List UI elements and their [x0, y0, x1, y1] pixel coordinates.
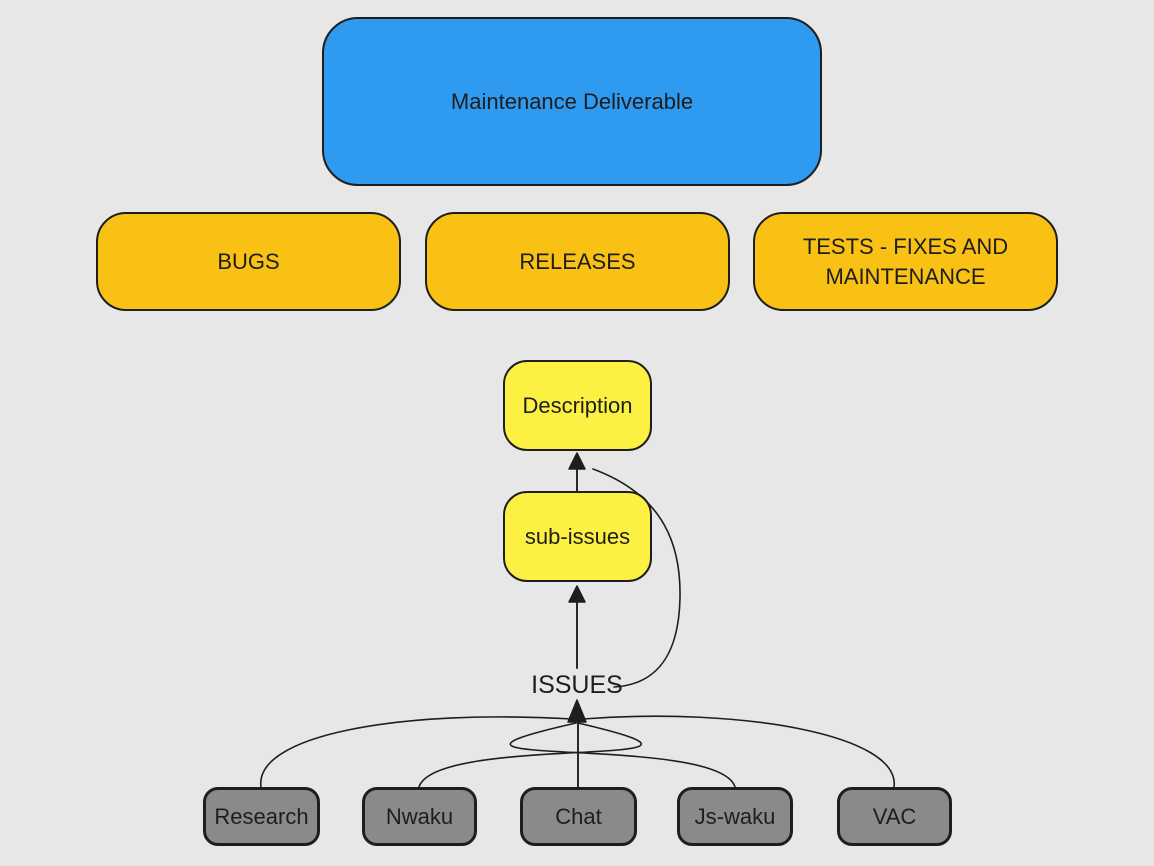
node-bugs: BUGS: [96, 212, 401, 311]
node-nwaku: Nwaku: [362, 787, 477, 846]
edge-research-to-issues: [260, 716, 573, 788]
node-description: Description: [503, 360, 652, 451]
node-maintenance-deliverable: Maintenance Deliverable: [322, 17, 822, 186]
arrowhead-issues: [567, 699, 587, 723]
node-research: Research: [203, 787, 320, 846]
node-tests-fixes-maintenance-label: TESTS - FIXES AND MAINTENANCE: [802, 233, 1009, 289]
edge-vac-to-issues: [582, 715, 895, 788]
node-bugs-label: BUGS: [217, 248, 280, 274]
node-sub-issues-label: sub-issues: [524, 523, 631, 549]
node-description-label: Description: [522, 392, 633, 418]
node-maintenance-deliverable-label: Maintenance Deliverable: [450, 88, 694, 114]
node-chat-label: Chat: [555, 803, 602, 829]
node-releases: RELEASES: [425, 212, 730, 311]
edge-nwaku-to-issues: [418, 722, 642, 788]
arrowhead-description: [568, 452, 586, 470]
node-js-waku: Js-waku: [677, 787, 793, 846]
node-vac-label: VAC: [872, 803, 917, 829]
node-sub-issues: sub-issues: [503, 491, 652, 582]
node-tests-fixes-maintenance: TESTS - FIXES AND MAINTENANCE: [753, 212, 1058, 311]
node-releases-label: RELEASES: [519, 248, 636, 274]
node-research-label: Research: [214, 803, 309, 829]
node-js-waku-label: Js-waku: [694, 803, 776, 829]
node-nwaku-label: Nwaku: [385, 803, 454, 829]
node-vac: VAC: [837, 787, 952, 846]
edge-jswaku-to-issues: [509, 722, 736, 788]
arrowhead-subissues: [568, 585, 586, 603]
node-chat: Chat: [520, 787, 637, 846]
issues-text: ISSUES: [531, 671, 623, 699]
